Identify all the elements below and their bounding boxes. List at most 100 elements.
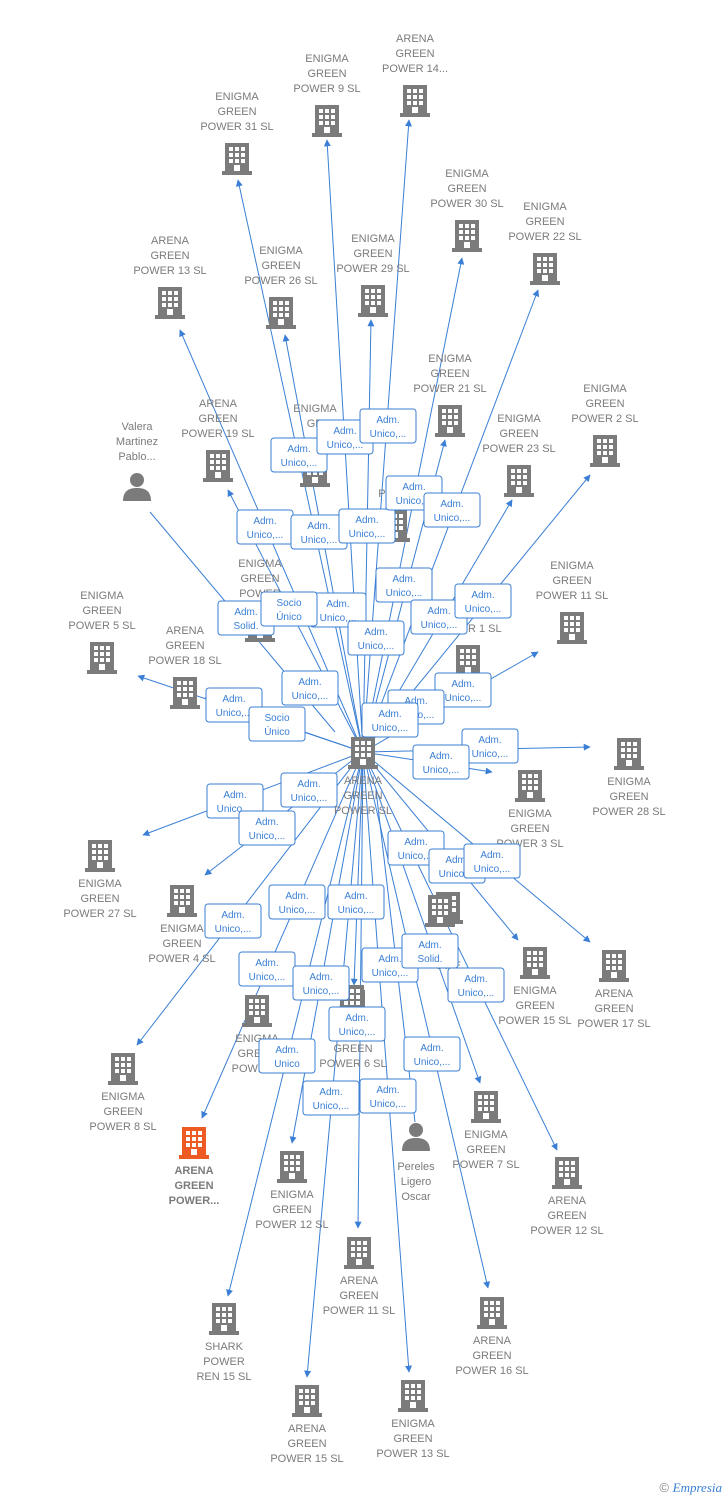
role-label[interactable]: Adm.Unico,... [361,702,419,738]
node-label-line: GREEN [162,938,201,950]
role-text: Adm. [255,958,278,969]
role-label[interactable]: Adm.Unico,... [412,744,470,780]
building-icon [452,220,482,252]
building-icon [453,645,483,677]
role-label[interactable]: Adm.Unico,... [454,583,512,619]
node-label-line: ENIGMA [550,560,594,572]
role-label[interactable]: Adm.Unico,... [347,620,405,656]
role-text: Solid. [417,954,442,965]
node-label-line: GREEN [430,368,469,380]
node-label-line: POWER 23 SL [482,443,555,455]
role-label[interactable]: Adm.Unico,... [205,687,263,723]
role-label[interactable]: Adm.Unico,... [236,509,294,545]
role-label[interactable]: Adm.Unico [258,1038,316,1074]
role-label[interactable]: Adm.Unico,... [268,884,326,920]
node-label-line: GREEN [447,183,486,195]
role-label[interactable]: Adm.Unico,... [238,951,296,987]
role-text: Adm. [307,521,330,532]
role-label[interactable]: Adm.Unico,... [461,728,519,764]
building-icon [520,947,550,979]
role-label[interactable]: Adm.Unico,... [375,567,433,603]
node-label-line: REN 15 SL [196,1371,251,1383]
role-label[interactable]: Adm.Unico,... [292,965,350,1001]
role-label[interactable]: Adm.Unico,... [206,783,264,819]
building-icon [108,1053,138,1085]
role-text: Adm. [392,574,415,585]
node-arenaHL[interactable]: ARENAGREENPOWER... [169,1127,220,1207]
role-label[interactable]: Adm.Solid. [401,933,459,969]
node-label-line: GREEN [395,48,434,60]
role-label[interactable]: Adm.Unico,... [270,437,328,473]
role-label[interactable]: Adm.Unico,... [238,810,296,846]
role-label[interactable]: Adm.Unico,... [410,599,468,635]
role-label[interactable]: Adm.Unico,... [327,884,385,920]
role-box [454,583,512,619]
role-label[interactable]: Adm.Unico,... [359,1078,417,1114]
role-label[interactable]: Adm.Unico,... [447,967,505,1003]
node-label-line: POWER 6 SL [319,1058,386,1070]
role-label[interactable]: Adm.Solid. [217,600,275,636]
role-label[interactable]: Adm.Unico,... [359,408,417,444]
role-label[interactable]: Adm.Unico,... [423,492,481,528]
node-partialH[interactable] [425,895,455,927]
role-box [280,772,338,808]
role-text: Adm. [287,444,310,455]
role-label[interactable]: Adm.Unico,... [403,1036,461,1072]
role-text: Unico,... [358,641,395,652]
role-label[interactable]: Adm.Unico,... [280,772,338,808]
role-label[interactable]: Adm.Unico,... [204,903,262,939]
node-label-line: ENIGMA [428,353,472,365]
role-label[interactable]: Adm.Unico,... [281,670,339,706]
role-label[interactable]: Adm.Unico,... [302,1080,360,1116]
role-text: Unico,... [414,1057,451,1068]
node-label-line: GREEN [261,260,300,272]
role-label[interactable]: Adm.Unico,... [434,672,492,708]
node-label-line: GREEN [510,823,549,835]
node-label-line: POWER 22 SL [508,231,581,243]
role-label[interactable]: Adm.Unico,... [309,592,367,628]
role-text: Adm. [344,891,367,902]
role-label[interactable]: Adm.Unico,... [328,1006,386,1042]
role-text: Unico,... [313,1101,350,1112]
role-label[interactable]: Adm.Unico,... [338,508,396,544]
role-label[interactable]: Adm.Unico,... [316,419,374,455]
brand-logo[interactable]: Empresia [672,1480,722,1495]
node-valera[interactable]: ValeraMartinezPablo... [116,421,158,501]
role-label[interactable]: Adm.Unico,... [463,843,521,879]
